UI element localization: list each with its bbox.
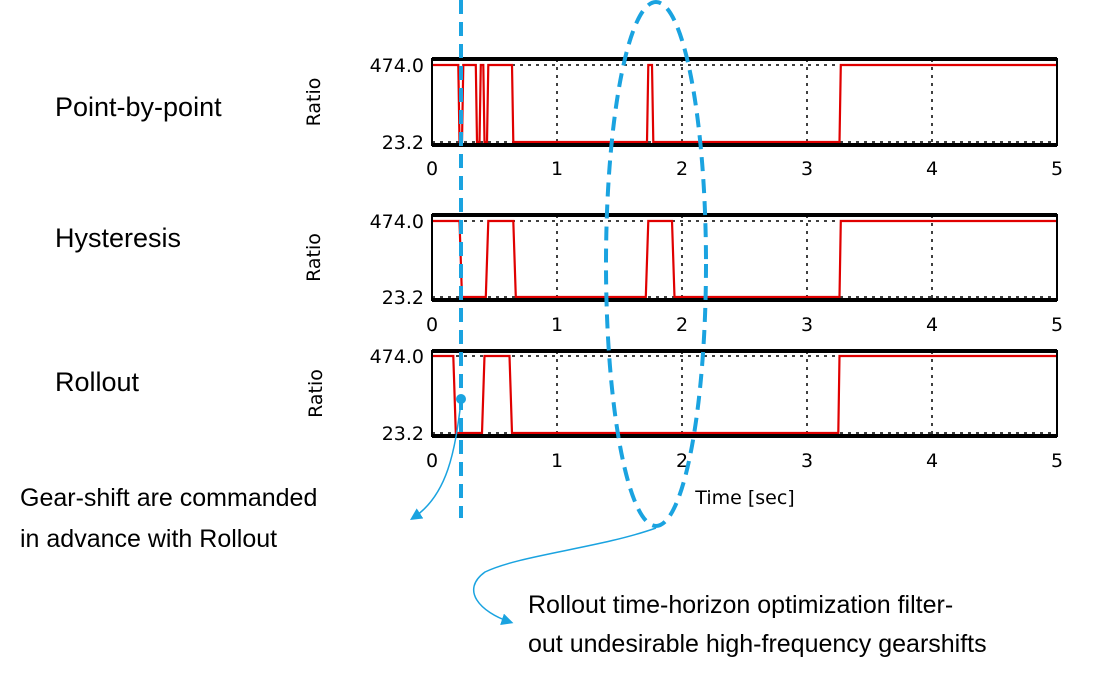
y-tick-label: 474.0 <box>370 211 424 233</box>
x-tick-label: 3 <box>801 450 813 472</box>
data-point <box>508 355 511 357</box>
plot-frame <box>431 214 1058 301</box>
row-label: Hysteresis <box>55 223 181 253</box>
x-tick-label: 5 <box>1051 450 1063 472</box>
chart-panel-2: Hysteresis Ratio 23.2 474.0 0 1 2 3 4 5 <box>55 211 1063 336</box>
data-point <box>838 355 841 357</box>
data-point <box>475 64 477 66</box>
data-point <box>483 355 486 357</box>
x-tick-label: 2 <box>676 450 688 472</box>
y-tick-label: 23.2 <box>382 287 424 309</box>
left-annotation-arrow <box>409 401 462 520</box>
right-caption-line: out undesirable high-frequency gearshift… <box>528 630 987 658</box>
x-tick-label: 3 <box>801 314 813 336</box>
x-tick-label: 3 <box>801 158 813 180</box>
row-label: Point-by-point <box>55 92 222 122</box>
x-tick-label: 4 <box>926 158 938 180</box>
data-point <box>480 64 482 66</box>
data-point <box>840 220 842 222</box>
y-tick-label: 23.2 <box>382 132 424 154</box>
data-point <box>647 220 649 222</box>
left-caption-line: in advance with Rollout <box>20 525 277 553</box>
data-point <box>840 64 842 66</box>
highlight-dashed-ellipse <box>604 0 708 528</box>
x-tick-label: 0 <box>426 158 438 180</box>
x-tick-label: 4 <box>926 314 938 336</box>
data-point <box>478 141 481 143</box>
x-tick-label: 1 <box>551 314 563 336</box>
row-label: Rollout <box>55 367 140 397</box>
x-tick-label: 5 <box>1051 314 1063 336</box>
data-point <box>651 64 653 66</box>
data-point <box>457 64 459 66</box>
x-axis-label: Time [sec] <box>694 487 794 509</box>
series-line <box>432 354 1057 435</box>
data-point <box>652 141 654 143</box>
data-point <box>476 141 478 143</box>
y-axis-label: Ratio <box>303 78 325 127</box>
data-point <box>673 296 676 298</box>
y-tick-label: 474.0 <box>370 346 424 368</box>
data-point <box>487 220 489 222</box>
data-point <box>490 64 492 66</box>
data-point <box>671 220 673 222</box>
data-point <box>481 432 483 434</box>
x-tick-label: 2 <box>676 314 688 336</box>
y-axis-label: Ratio <box>305 369 327 418</box>
series-line <box>432 63 1057 144</box>
data-point <box>511 432 513 434</box>
x-tick-label: 1 <box>551 450 563 472</box>
data-point <box>838 296 841 298</box>
data-point <box>511 64 513 66</box>
data-point <box>462 64 464 66</box>
y-tick-label: 474.0 <box>370 55 424 77</box>
y-tick-label: 23.2 <box>382 423 424 445</box>
plot-frame <box>431 58 1058 146</box>
x-tick-label: 1 <box>551 158 563 180</box>
data-point <box>837 432 839 434</box>
data-point <box>646 141 648 143</box>
right-caption-line: Rollout time-horizon optimization filter… <box>528 591 953 619</box>
data-point <box>485 296 487 298</box>
annotation-overlay: Gear-shift are commanded in advance with … <box>20 0 987 658</box>
x-tick-label: 5 <box>1051 158 1063 180</box>
data-point <box>647 64 649 66</box>
left-caption-line: Gear-shift are commanded <box>20 484 317 512</box>
y-axis-label: Ratio <box>303 233 325 282</box>
data-point <box>483 141 486 143</box>
data-point <box>512 141 514 143</box>
data-point <box>838 141 841 143</box>
chart-panel-1: Point-by-point Ratio 23.2 474.0 0 1 2 3 4 5 <box>55 55 1063 180</box>
data-point <box>482 64 484 66</box>
data-point <box>486 141 488 143</box>
data-point <box>452 355 454 357</box>
x-tick-label: 4 <box>926 450 938 472</box>
marker-dot <box>456 394 466 404</box>
plot-frame <box>431 350 1058 437</box>
data-point <box>491 64 493 66</box>
data-point <box>512 220 514 222</box>
series-line <box>432 219 1057 299</box>
x-tick-label: 2 <box>676 158 688 180</box>
data-point <box>487 64 489 66</box>
data-point <box>645 296 647 298</box>
right-annotation-arrow <box>472 527 657 626</box>
x-tick-label: 0 <box>426 450 438 472</box>
x-tick-label: 0 <box>426 314 438 336</box>
data-point <box>515 296 517 298</box>
